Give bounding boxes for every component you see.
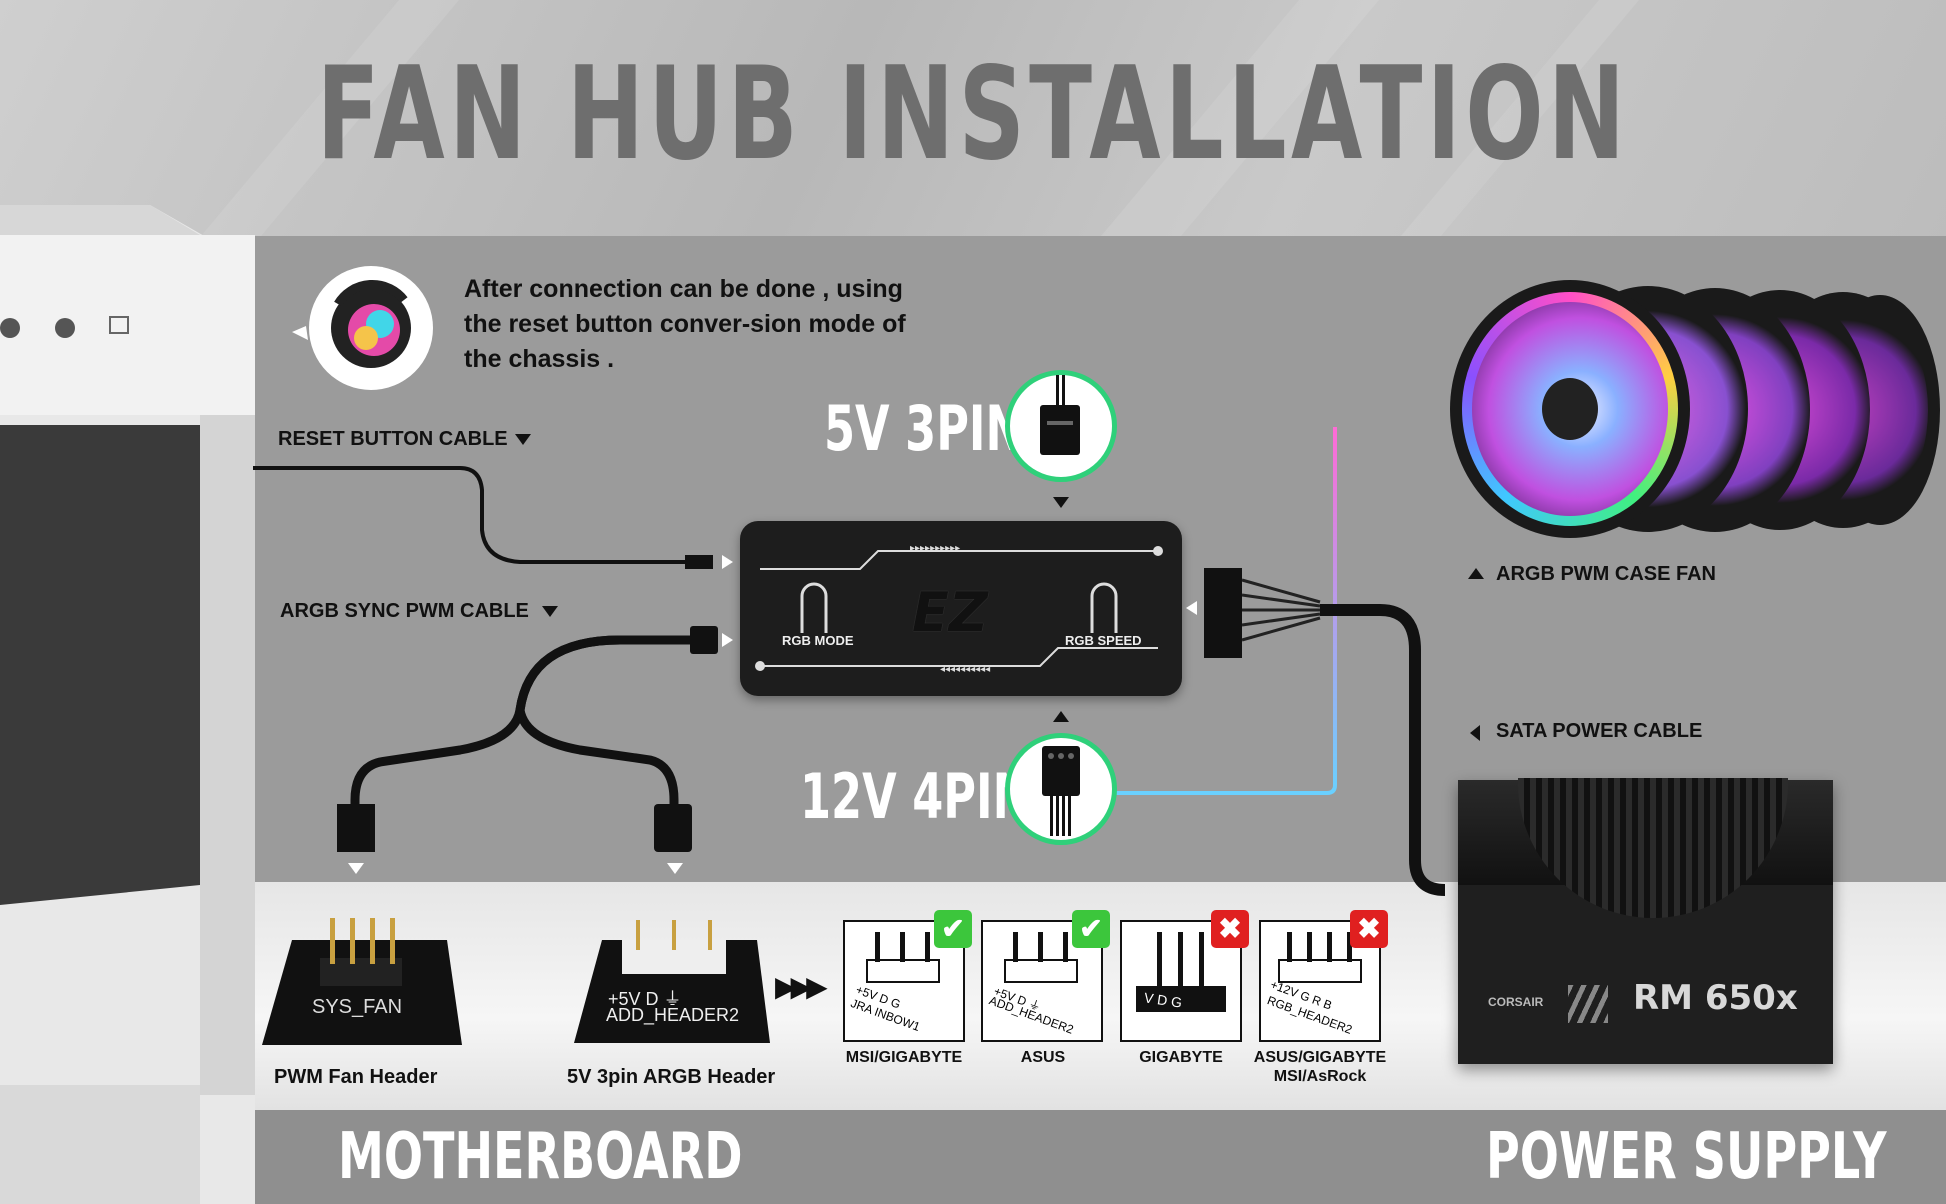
page-title: FAN HUB INSTALLATION xyxy=(316,40,1630,189)
five-volt-label: 5V 3PIN xyxy=(824,392,1023,465)
bottom-band xyxy=(0,1110,1946,1204)
motherboard-section-title: MOTHERBOARD xyxy=(338,1120,743,1194)
fan-image xyxy=(1450,280,1690,538)
rgb-speed-button-label: RGB SPEED xyxy=(1065,633,1142,648)
sata-cable-label: SATA POWER CABLE xyxy=(1496,720,1703,742)
cross-icon: ✖ xyxy=(1350,910,1388,948)
twelve-volt-label: 12V 4PIN xyxy=(800,760,1030,833)
connection-lines xyxy=(1115,425,1460,795)
sata-cable xyxy=(1204,568,1446,896)
right-arrow-icon xyxy=(722,633,733,647)
compat-caption: ASUS xyxy=(1020,1049,1066,1066)
left-arrow-icon xyxy=(1186,601,1197,615)
pwm-chip-text: SYS_FAN xyxy=(312,996,403,1018)
case-fan-label: ARGB PWM CASE FAN xyxy=(1496,563,1716,585)
argb-header-caption: 5V 3pin ARGB Header xyxy=(567,1066,776,1088)
down-arrow-icon xyxy=(1053,497,1069,508)
compat-caption: GIGABYTE xyxy=(1139,1049,1223,1066)
reset-cable-label: RESET BUTTON CABLE xyxy=(278,428,508,450)
pc-chassis-image xyxy=(0,205,255,1204)
reset-info-text: After connection can be done , using the… xyxy=(464,275,906,373)
argb-header-image xyxy=(574,920,770,1043)
down-arrow-icon xyxy=(667,863,683,874)
argb-chip-name: ADD_HEADER2 xyxy=(606,1005,740,1025)
svg-text:▸▸▸▸▸▸▸▸▸▸: ▸▸▸▸▸▸▸▸▸▸ xyxy=(910,543,960,554)
svg-text:◂◂◂◂◂◂◂◂◂◂: ◂◂◂◂◂◂◂◂◂◂ xyxy=(940,664,990,675)
power-supply-image: CORSAIR RM 650x xyxy=(1458,778,1833,1064)
compat-caption: MSI/GIGABYTE xyxy=(845,1049,963,1066)
argb-sync-cable-label: ARGB SYNC PWM CABLE xyxy=(280,600,529,622)
pwm-header-image xyxy=(262,918,462,1045)
hub-circuit-lines: ▸▸▸▸▸▸▸▸▸▸ ◂◂◂◂◂◂◂◂◂◂ xyxy=(755,543,1163,675)
four-pin-connector-icon xyxy=(1042,746,1080,836)
right-arrow-icon xyxy=(722,555,733,569)
power-supply-section-title: POWER SUPPLY xyxy=(1486,1120,1887,1194)
hub-logo: EZ xyxy=(912,581,989,644)
down-arrow-icon xyxy=(348,863,364,874)
up-arrow-icon xyxy=(1053,711,1069,722)
five-volt-connector-circle xyxy=(1005,370,1117,482)
argb-chip-pins: +5V D ⏚ xyxy=(608,989,682,1009)
up-arrow-icon xyxy=(1468,568,1484,579)
left-cables xyxy=(253,466,718,852)
twelve-volt-connector-circle xyxy=(1005,733,1117,845)
psu-model: RM 650x xyxy=(1633,978,1798,1018)
fan-hub: ▸▸▸▸▸▸▸▸▸▸ ◂◂◂◂◂◂◂◂◂◂ EZ RGB MODE RGB SP… xyxy=(740,521,1182,696)
left-arrow-icon xyxy=(1470,725,1480,741)
header-pins-icon xyxy=(866,932,940,983)
pwm-header-caption: PWM Fan Header xyxy=(274,1066,438,1088)
triple-arrow-icon: ▶▶▶ xyxy=(775,971,828,1002)
check-icon: ✔ xyxy=(1072,910,1110,948)
down-arrow-icon xyxy=(542,606,558,617)
header-pins-icon xyxy=(1278,932,1362,983)
cross-icon: ✖ xyxy=(1211,910,1249,948)
three-pin-connector-icon xyxy=(1040,375,1080,455)
header-pins-icon xyxy=(1004,932,1078,983)
header-pins-icon xyxy=(1136,932,1226,1012)
down-arrow-icon xyxy=(515,434,531,445)
psu-brand: CORSAIR xyxy=(1488,995,1544,1009)
compat-caption: ASUS/GIGABYTE MSI/AsRock xyxy=(1253,1049,1387,1085)
check-icon: ✔ xyxy=(934,910,972,948)
reset-button-icon xyxy=(292,266,433,390)
rgb-mode-button-label: RGB MODE xyxy=(782,633,854,648)
